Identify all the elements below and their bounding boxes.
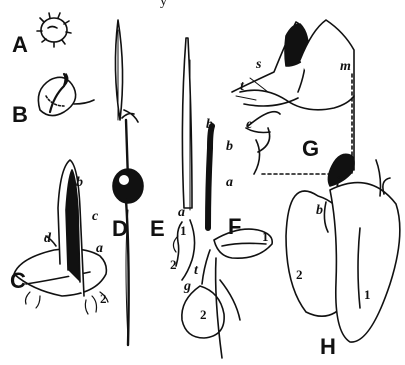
figure-a-seed xyxy=(37,13,71,47)
f-label-2: 2 xyxy=(200,308,207,321)
g-label-m: m xyxy=(340,60,351,74)
c-label-d: d xyxy=(44,232,51,246)
h-label-2: 2 xyxy=(296,268,303,281)
figure-d-label: D xyxy=(112,218,128,240)
f-label-a: a xyxy=(226,176,233,190)
f-label-t: t xyxy=(194,264,198,278)
figure-f-label: F xyxy=(228,216,241,238)
figure-e-seedling xyxy=(173,38,194,280)
figure-g-label: G xyxy=(302,138,319,160)
g-label-e: e xyxy=(246,118,252,132)
figure-e-label: E xyxy=(150,218,165,240)
e-label-b: b xyxy=(206,118,213,132)
f-label-g: g xyxy=(184,280,191,294)
figure-h-seedling xyxy=(286,154,400,342)
f-label-b: b xyxy=(226,140,233,154)
figure-d-seedling xyxy=(113,20,143,345)
e-label-a: a xyxy=(178,206,185,220)
figure-c-label: C xyxy=(10,270,26,292)
h-label-b: b xyxy=(316,204,323,218)
e-label-1: 1 xyxy=(180,224,187,237)
h-label-i: i xyxy=(336,176,340,190)
figure-b-label: B xyxy=(12,104,28,126)
c-label-a: a xyxy=(96,242,103,256)
figure-b-seed xyxy=(38,74,94,116)
figure-a-label: A xyxy=(12,34,28,56)
f-label-1: 1 xyxy=(262,230,269,243)
c-label-b: b xyxy=(76,176,83,190)
g-label-s: s xyxy=(256,58,261,72)
figure-g-section xyxy=(232,20,354,174)
e-label-2: 2 xyxy=(170,258,177,271)
figure-c-seedling xyxy=(14,160,108,314)
h-label-1: 1 xyxy=(364,288,371,301)
figure-h-label: H xyxy=(320,336,336,358)
g-label-t: t xyxy=(240,80,244,94)
c-label-2: 2 xyxy=(100,292,107,305)
c-label-c: c xyxy=(92,210,98,224)
